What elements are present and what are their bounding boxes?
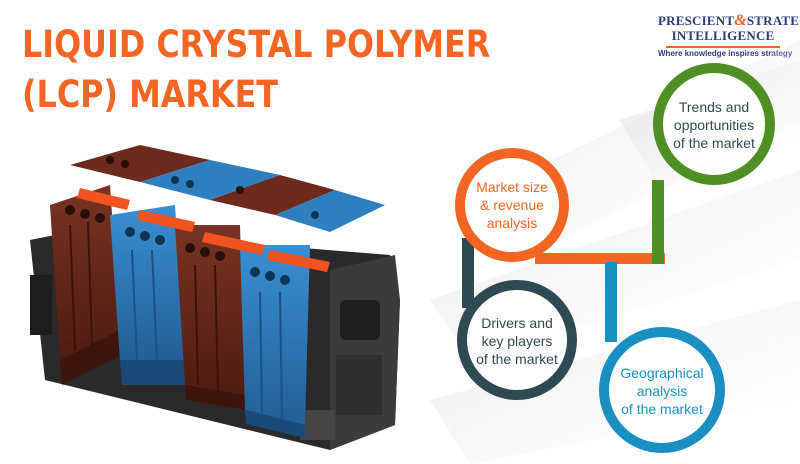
infographic-connectors (462, 180, 665, 342)
page-title: LIQUID CRYSTAL POLYMER (LCP) MARKET (22, 20, 490, 120)
logo-name-line-1: PRESCIENT&STRATEGIC (658, 12, 800, 29)
title-line-2: (LCP) MARKET (22, 73, 279, 116)
topic-circle-geographical (599, 327, 725, 453)
topic-text-market-size: Market size & revenue analysis (476, 179, 548, 231)
topic-text-trends: Trends and opportunities of the market (673, 99, 755, 151)
topic-text-drivers: Drivers and key players of the market (476, 315, 558, 367)
terminal-block-image (30, 145, 400, 450)
logo-tagline: Where knowledge inspires strategy (658, 49, 793, 58)
title-line-1: LIQUID CRYSTAL POLYMER (22, 23, 491, 66)
logo-ampersand: & (734, 12, 747, 29)
logo-name-line-2: INTELLIGENCE (671, 28, 775, 43)
topic-circle-trends (653, 63, 775, 185)
topic-circle-drivers (457, 280, 577, 400)
company-logo: PRESCIENT&STRATEGIC INTELLIGENCE Where k… (658, 12, 800, 58)
logo-divider (666, 46, 780, 48)
topic-circle-market-size (455, 148, 569, 262)
topic-text-geographical: Geographical analysis of the market (620, 365, 704, 417)
